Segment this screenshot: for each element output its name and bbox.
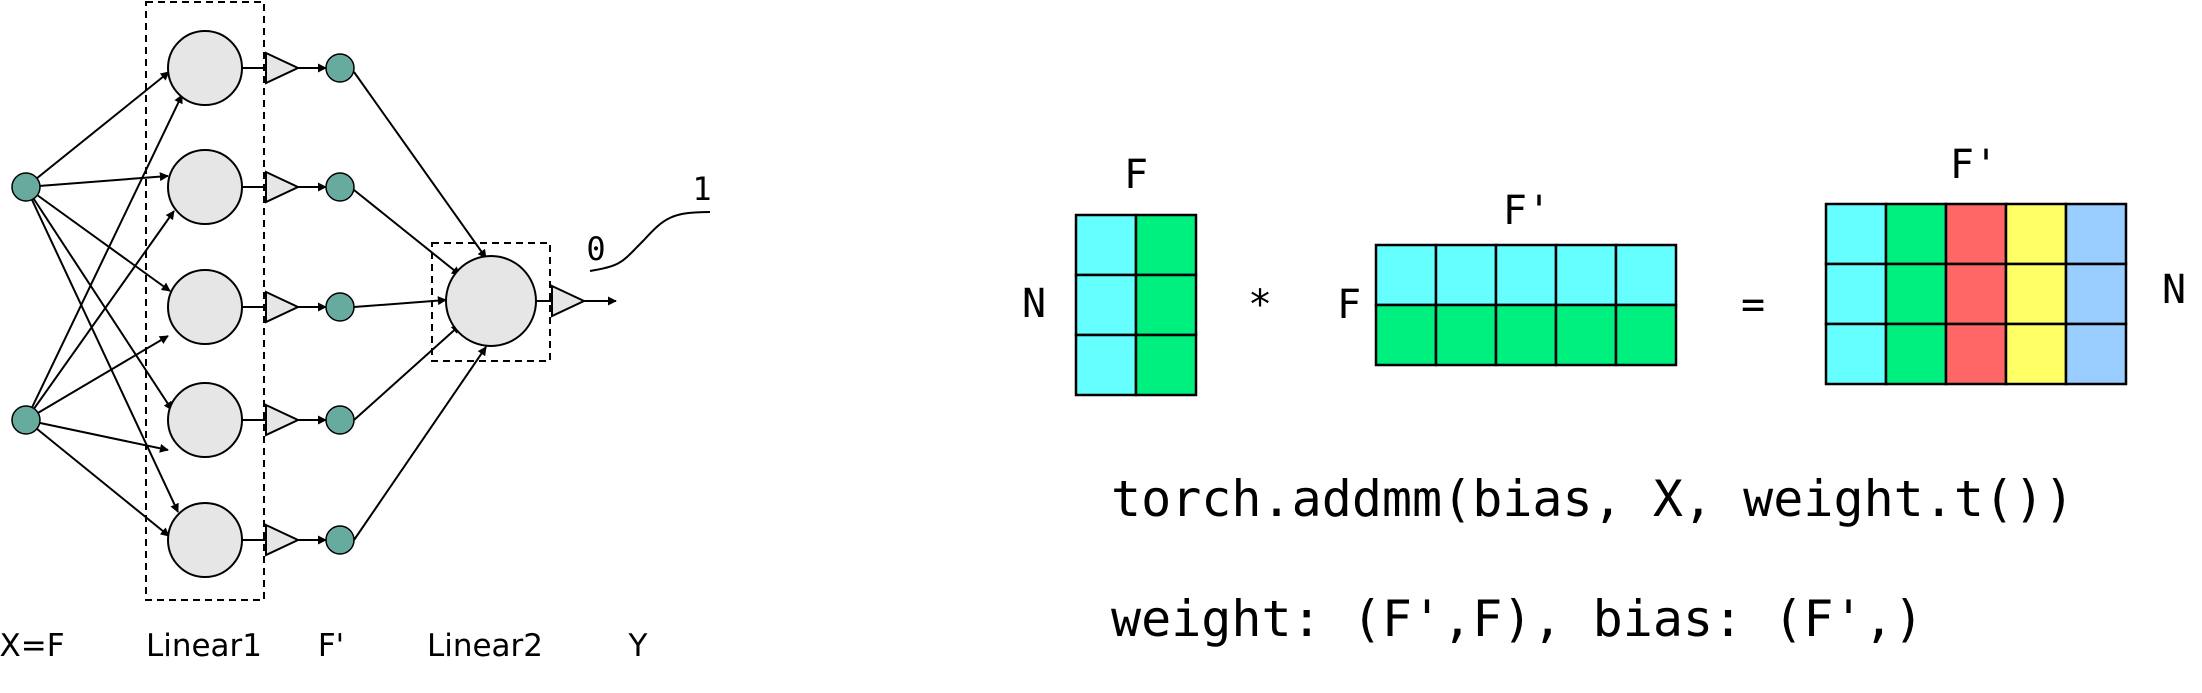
neuron [167,502,243,578]
neuron [167,269,243,345]
input-node [11,405,41,435]
hidden-node [325,292,355,322]
matrix-cell [1944,322,2008,386]
linear1-label: Linear1 [146,628,262,664]
matrix-cell [1434,243,1498,307]
matrix-cell [2064,322,2128,386]
multiply-operator: * [1248,282,1272,328]
matrix-cell [1074,273,1138,337]
equals-operator: = [1741,282,1765,328]
right-matrix [1374,243,1678,367]
left-matrix [1074,213,1198,397]
matrix-cell [1884,202,1948,266]
code-line-addmm: torch.addmm(bias, X, weight.t()) [1111,470,2074,528]
matrix-cell [1134,273,1198,337]
neuron-row [167,269,355,345]
matrix-cell [1134,213,1198,277]
matrix-cell [1494,303,1558,367]
neuron [167,382,243,458]
activation-triangle-icon [265,523,301,557]
matrix-cell [2004,202,2068,266]
matrix-cell [2064,202,2128,266]
neuron [167,149,243,225]
output-activation-triangle-icon [551,284,587,318]
sigmoid-curve-icon [589,211,711,272]
matrix-cell [1374,303,1438,367]
left-matrix-row-label: N [1022,281,1046,327]
hidden-node [325,53,355,83]
linear1-neurons [167,30,355,578]
matrix-cell [2064,262,2128,326]
matrix-multiplication: F N * F' F = F' N [1022,142,2186,397]
matrix-cell [1614,243,1678,307]
linear1-dashed-box [145,1,265,601]
result-matrix [1824,202,2128,386]
matrix-cell [1944,262,2008,326]
hidden-label: F' [318,628,344,664]
matrix-cell [1554,303,1618,367]
result-matrix-row-label: N [2162,267,2186,313]
matrix-cell [1824,202,1888,266]
matrix-cell [1074,213,1138,277]
hidden-node [325,172,355,202]
matrix-cell [1824,262,1888,326]
neuron-row [167,30,355,106]
hidden-node [325,525,355,555]
output-label: Y [628,628,648,664]
input-node [11,172,41,202]
matrix-cell [2004,322,2068,386]
input-to-linear1-edges [25,71,183,537]
linear2-label: Linear2 [427,628,543,664]
neuron [167,30,243,106]
hidden-to-linear2-edges [353,71,487,541]
matrix-cell [1554,243,1618,307]
matrix-cell [1884,262,1948,326]
activation-triangle-icon [265,403,301,437]
matrix-cell [1434,303,1498,367]
right-matrix-col-label: F' [1503,188,1551,234]
hidden-node [325,405,355,435]
neural-network: 0 1 X=F Linear1 F' Linear2 Y [0,1,712,664]
matrix-cell [2004,262,2068,326]
neuron-row [167,382,355,458]
right-matrix-row-label: F [1337,282,1361,328]
matrix-cell [1494,243,1558,307]
result-matrix-col-label: F' [1950,142,1998,188]
output-neuron [445,255,537,347]
matrix-cell [1374,243,1438,307]
neuron-row [167,502,355,578]
matrix-cell [1884,322,1948,386]
sigmoid-low-label: 0 [586,230,605,268]
left-matrix-col-label: F [1124,152,1148,198]
neuron-row [167,149,355,225]
matrix-cell [1074,333,1138,397]
activation-triangle-icon [265,51,301,85]
sigmoid-high-label: 1 [692,170,711,208]
matrix-cell [1944,202,2008,266]
activation-triangle-icon [265,170,301,204]
matrix-cell [1134,333,1198,397]
code-line-shapes: weight: (F',F), bias: (F',) [1111,590,1924,648]
matrix-cell [1824,322,1888,386]
input-label: X=F [0,628,65,664]
activation-triangle-icon [265,290,301,324]
matrix-cell [1614,303,1678,367]
